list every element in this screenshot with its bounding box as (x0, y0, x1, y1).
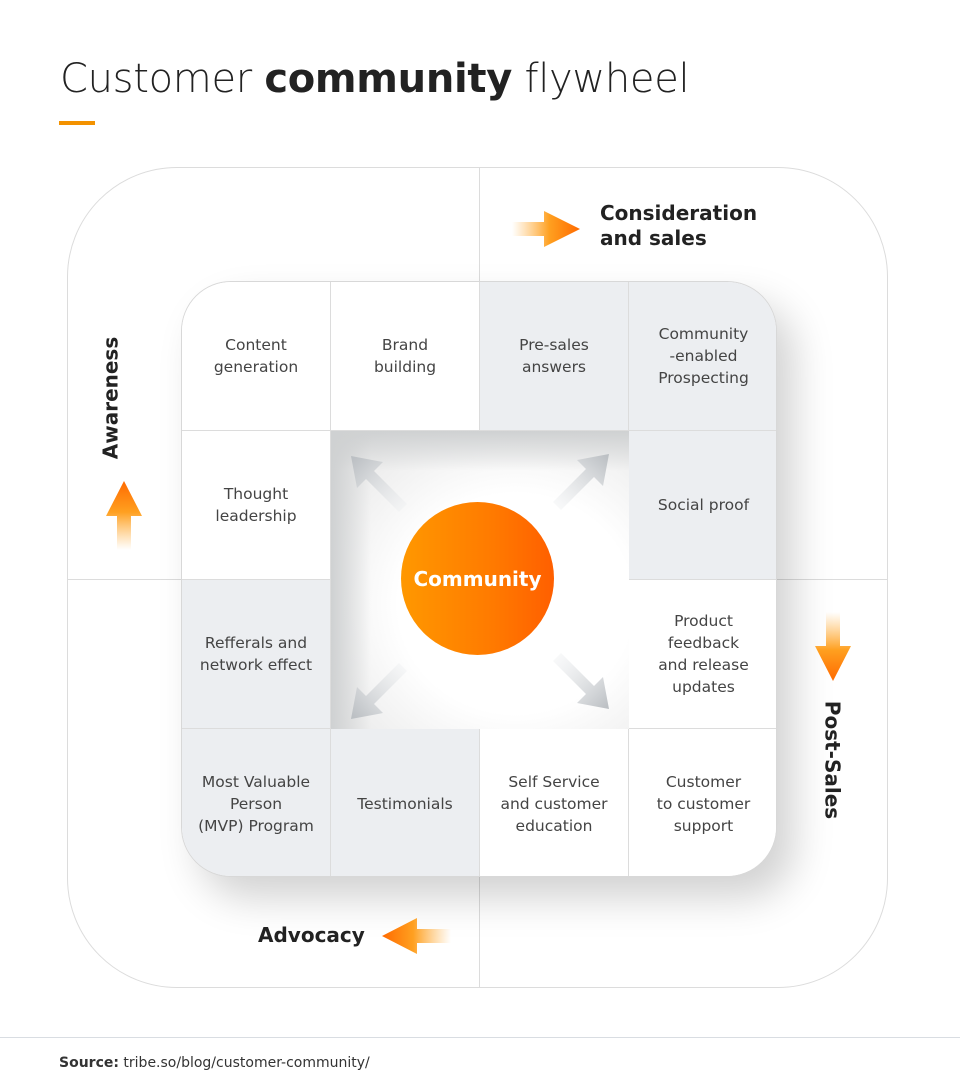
cell-label: Refferals and network effect (199, 634, 313, 674)
cell-pre-sales-answers: Pre-sales answers (480, 282, 629, 431)
community-label: Community (413, 566, 542, 591)
title-prefix: Customer (60, 56, 265, 102)
title-bold: community (264, 56, 513, 102)
arrow-down-right-icon (553, 653, 609, 709)
cell-social-proof: Social proof (629, 431, 776, 580)
cell-label: Most Valuable Person (MVP) Program (198, 772, 314, 835)
cell-customer-to-customer-support: Customer to customer support (629, 729, 776, 876)
title-suffix: flywheel (512, 56, 690, 102)
cell-label: Self Service and customer education (500, 772, 608, 835)
cell-mvp-program: Most Valuable Person (MVP) Program (182, 729, 331, 876)
cell-thought-leadership: Thought leadership (182, 431, 331, 580)
stage-awareness: Awareness (98, 336, 123, 460)
cell-label: Testimonials (357, 794, 453, 813)
cell-content-generation: Content generation (182, 282, 331, 431)
arrow-down-icon (815, 612, 851, 681)
cell-label: Content generation (213, 336, 299, 376)
cell-label: Product feedback and release updates (658, 612, 749, 696)
stage-advocacy: Advocacy (258, 923, 365, 947)
cell-self-service-education: Self Service and customer education (480, 729, 629, 876)
arrow-up-right-icon (553, 454, 609, 510)
cell-label: Pre-sales answers (519, 336, 589, 376)
cell-label: Social proof (657, 496, 750, 514)
arrow-up-left-icon (351, 456, 407, 512)
cell-label: Brand building (373, 336, 437, 376)
arrow-left-icon (382, 918, 451, 954)
stage-post-sales: Post-Sales (820, 700, 845, 820)
activity-grid: Content generation Brand building Pre-sa… (181, 281, 777, 877)
cell-label: Thought leadership (215, 485, 297, 525)
community-hub: Community (401, 502, 554, 655)
title-accent-bar (59, 121, 95, 125)
cell-label: Community -enabled Prospecting (658, 325, 749, 387)
cell-referrals-network-effect: Refferals and network effect (182, 580, 331, 729)
arrow-down-left-icon (351, 663, 407, 719)
cell-community-enabled-prospecting: Community -enabled Prospecting (629, 282, 776, 431)
source-label: Source: (59, 1055, 119, 1071)
source-credit: Source: tribe.so/blog/customer-community… (59, 1055, 370, 1071)
page-title: Customer community flywheel (60, 56, 690, 102)
cell-label: Customer to customer support (656, 772, 751, 835)
cell-product-feedback: Product feedback and release updates (629, 580, 776, 729)
arrow-right-icon (512, 211, 580, 247)
cell-testimonials: Testimonials (331, 729, 480, 876)
cell-brand-building: Brand building (331, 282, 480, 431)
source-url: tribe.so/blog/customer-community/ (118, 1055, 370, 1071)
footer-divider (0, 1037, 960, 1038)
stage-consideration-and-sales: Consideration and sales (600, 201, 758, 250)
arrow-up-icon (106, 481, 142, 550)
